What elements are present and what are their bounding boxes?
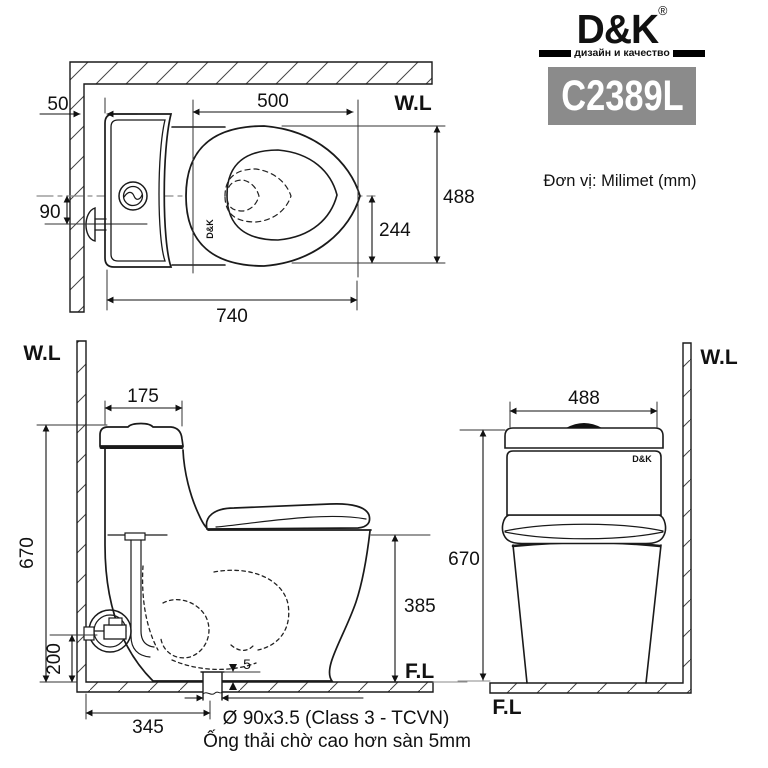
inlet-valve-body [103,624,127,640]
brand-logo: D&K® [544,4,700,51]
install-note: Ống thải chờ cao hơn sàn 5mm [203,730,471,752]
dim-drain-offset: 345 [132,717,164,738]
model-code-box: C2389L [548,67,696,126]
top-view-wall [69,61,433,313]
top-view-brand-mark: D&K [205,219,215,239]
dim-drain-gap: 5 [243,656,251,672]
toilet-rear-profile [104,448,371,682]
drain-pipe-mask [203,672,222,701]
dim-tank-depth: 175 [127,386,159,407]
side-seat-seam [215,515,367,528]
dim-width-top: 488 [443,187,475,208]
drain-pipe-break [202,691,223,695]
front-seat-outline [501,514,667,545]
inlet-wall-bracket [83,626,95,641]
inlet-valve-cap [108,617,123,626]
tagline-bar-left [539,49,572,57]
registered-trademark-symbol: ® [658,3,668,18]
dim-total-height-front: 670 [448,549,480,570]
side-seat-outline [205,503,371,530]
seat-outline [185,125,361,267]
drain-spec-note: Ø 90x3.5 (Class 3 - TCVN) [223,708,450,729]
front-tank [506,450,662,516]
bowl-rim [226,149,338,241]
dim-inlet-height: 200 [44,643,65,675]
front-seat-lens-upper [504,523,664,532]
tagline-bar-right [672,49,705,57]
dim-wall-gap: 50 [47,94,68,115]
brand-logo-text: D&K [576,6,659,52]
model-code: C2389L [560,71,684,120]
dim-half-width: 244 [379,220,411,241]
tank-outline-inner [110,119,166,262]
flush-button-wave [123,191,143,200]
front-seat-lens-lower [504,531,664,540]
water-line-label-top: W.L [394,92,431,115]
internal-trap-dashed [141,565,290,671]
dim-seat-length: 500 [257,91,289,112]
front-tank-lid [504,427,664,449]
brand-block: D&K® дизайн и качество C2389L [539,4,705,126]
front-view: D&K W.L 488 670 F.L [448,342,738,719]
brand-tagline: дизайн и качество [574,47,670,60]
unit-note: Đơn vị: Milimet (mm) [543,172,697,190]
water-surface-dashed [224,168,292,223]
dim-inlet-offset: 90 [39,202,60,223]
dim-total-depth: 740 [216,306,248,327]
notes: Ø 90x3.5 (Class 3 - TCVN) Ống thải chờ c… [203,708,471,752]
dim-total-height-side: 670 [17,537,38,569]
front-view-wall-floor [489,342,692,694]
floor-line-label-side: F.L [405,660,434,683]
top-view-dimension-lines [39,108,441,304]
dim-width-front: 488 [568,388,600,409]
flush-valve-flange [124,532,146,541]
water-line-label-side: W.L [23,342,60,365]
floor-line-label-front: F.L [492,696,521,719]
front-flush-button [566,423,602,428]
side-view: 5 W.L 175 670 200 385 F.L 345 [17,340,468,738]
gap5-arrow-down [229,664,237,672]
gap5-arrow-up [229,682,237,690]
brand-tagline-row: дизайн и качество [539,47,705,60]
trap-outlet-dashed [226,179,260,212]
front-view-dimension-lines [479,407,658,681]
front-pedestal [512,544,662,684]
dim-rim-height: 385 [404,596,436,617]
flush-button-inner [122,185,144,207]
front-brand-mark: D&K [632,454,652,464]
top-view: D&K 500 W.L 50 90 488 244 740 [36,61,475,327]
water-line-label-front: W.L [700,346,737,369]
side-tank-lid [99,422,184,447]
front-view-extension-lines [459,401,658,431]
side-view-dimension-lines [42,404,399,717]
